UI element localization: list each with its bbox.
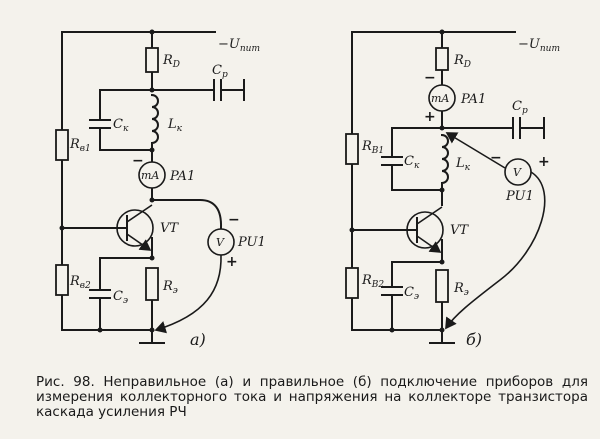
a-v-text: V [216,236,225,249]
b-volt-plus-sign: + [538,154,550,170]
b-re-label: Rэ [453,281,469,298]
b-v-text: V [513,166,522,179]
b-rd-label: RD [453,53,471,70]
b-cp-capacitor [512,117,521,139]
a-supply-label: −Uпит [218,37,260,54]
a-volt-probe-arrow [154,254,222,334]
a-pu1-label: PU1 [237,235,266,250]
a-volt-lead [151,199,223,230]
b-ma-text: mA [431,92,449,105]
b-rb1-resistor [345,133,359,165]
a-rd-label: RD [162,53,180,70]
b-rb2-label: RВ2 [361,273,384,290]
a-ce-label: Cэ [113,289,128,306]
a-transistor-emitter [126,233,152,251]
b-node-dot [439,125,445,131]
a-rb2-resistor [55,264,69,296]
b-transistor-base [405,217,418,243]
a-node-dot [149,87,155,93]
a-panel-label: a) [190,330,206,349]
b-rb1-label: RВ1 [361,139,384,156]
a-node-dot [149,197,155,203]
a-node-dot [149,147,155,153]
a-ma-minus-sign: − [132,153,144,169]
a-rb2-label: Rв2 [69,274,91,291]
b-node-dot [439,327,445,333]
a-node-dot [149,29,155,35]
a-ce-capacitor [89,289,111,299]
b-ck-capacitor [381,156,403,166]
a-node-dot [97,327,103,333]
circuit-a: −Uпит RD Cp Cк Lк Rв1 − mA PA1 VT − V PU… [55,29,266,349]
a-cp-capacitor [213,79,222,101]
a-ma-text: mA [141,169,159,182]
a-volt-minus-sign: − [228,212,240,228]
b-transistor-collector [416,206,443,225]
b-rb2-resistor [345,267,359,299]
circuit-b: −Uпит RD − mA PA1 + Cp RВ1 Cк Lк − V + P… [345,29,560,349]
b-vt-label: VT [450,223,469,238]
a-transistor-base [115,215,128,241]
a-rb1-resistor [55,129,69,161]
b-node-dot [439,29,445,35]
b-lk-label: Lк [455,156,471,173]
b-volt-plus-lead [445,171,546,330]
a-node-dot [59,225,65,231]
b-rd-resistor [435,47,449,71]
a-re-resistor [145,267,159,301]
b-re-resistor [435,269,449,303]
a-rd-resistor [145,47,159,73]
a-ck-label: Cк [113,117,129,134]
a-vt-label: VT [160,221,179,236]
b-volt-minus-sign: − [490,150,502,166]
b-milliammeter [428,84,456,112]
b-pa1-label: PA1 [460,92,486,107]
a-lk-label: Lк [167,117,183,134]
b-ma-plus-sign: + [424,109,436,125]
b-node-dot [389,327,395,333]
a-volt-plus-sign: + [226,254,238,270]
a-rb1-label: Rв1 [69,137,91,154]
a-node-dot [149,327,155,333]
b-node-dot [439,259,445,265]
a-re-label: Rэ [162,279,178,296]
b-volt-minus-lead [445,132,506,169]
b-node-dot [349,227,355,233]
a-transistor-collector [126,204,153,223]
b-panel-label: б) [466,330,482,349]
b-ma-minus-sign: − [424,70,436,86]
b-ck-label: Cк [404,154,420,171]
b-supply-label: −Uпит [518,37,560,54]
b-transistor-emitter [416,235,442,253]
a-milliammeter [138,161,166,189]
b-ce-label: Cэ [404,285,419,302]
a-cp-label: Cp [212,63,228,80]
b-pu1-label: PU1 [505,189,534,204]
a-ck-capacitor [89,119,111,129]
b-lk-inductor [440,133,449,191]
figure-caption: Рис. 98. Неправильное (а) и правильное (… [36,374,588,420]
a-lk-inductor [150,93,159,151]
b-ce-capacitor [381,286,403,296]
b-node-dot [439,187,445,193]
a-node-dot [149,255,155,261]
a-pa1-label: PA1 [169,169,195,184]
b-cp-label: Cp [512,99,528,116]
